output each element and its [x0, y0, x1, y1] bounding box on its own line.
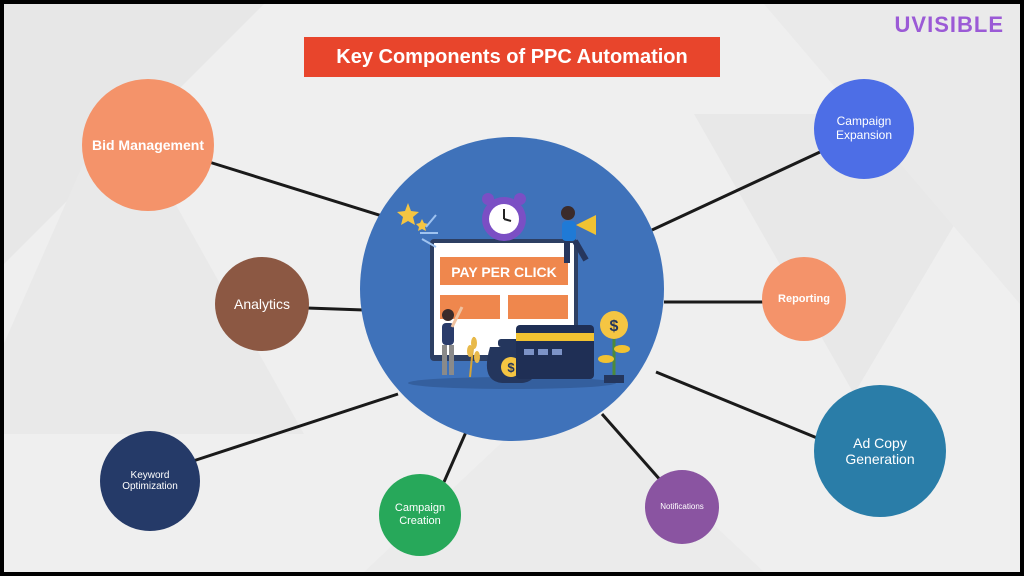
ppc-label-box: [440, 257, 568, 285]
pay-per-click-illustration: PAY PER CLICK: [397, 193, 630, 389]
background-pattern: [4, 4, 1020, 572]
credit-card-icon: [516, 325, 594, 379]
clock-icon: [482, 193, 526, 241]
node-campaign-creation: Campaign Creation: [379, 474, 461, 556]
node-label: Notifications: [660, 502, 704, 512]
link-keyword-optimization: [189, 392, 399, 464]
ppc-label: PAY PER CLICK: [451, 264, 557, 280]
node-label: Campaign Creation: [394, 502, 446, 527]
link-campaign-creation: [442, 431, 468, 483]
sparkle-icon: [397, 203, 438, 248]
link-notifications: [600, 413, 664, 483]
node-campaign-expansion: Campaign Expansion: [814, 79, 914, 179]
svg-text:$: $: [610, 318, 619, 335]
node-label: Reporting: [778, 292, 830, 305]
node-keyword-optimization: Keyword Optimization: [100, 431, 200, 531]
link-analytics: [306, 306, 365, 312]
screen-block-right: [508, 295, 568, 319]
megaphone-icon: [561, 206, 596, 263]
svg-text:$: $: [507, 360, 515, 375]
node-reporting: Reporting: [762, 257, 846, 341]
node-notifications: Notifications: [645, 470, 719, 544]
brand-logo: UVISIBLE: [894, 12, 1004, 37]
diagram-canvas: UVISIBLE Key Components of PPC Automatio…: [4, 4, 1020, 572]
dollar-coin-icon: $: [598, 311, 630, 383]
node-label: Bid Management: [91, 136, 204, 153]
diagram-title: Key Components of PPC Automation: [304, 37, 720, 77]
node-analytics: Analytics: [215, 257, 309, 351]
node-label: Ad Copy Generation: [845, 434, 915, 467]
node-ad-copy-generation: Ad Copy Generation: [814, 385, 946, 517]
link-campaign-expansion: [651, 150, 821, 232]
person-figure: [442, 306, 464, 375]
node-label: Analytics: [233, 295, 291, 312]
plant-icon: [467, 336, 480, 378]
node-label: Campaign Expansion: [835, 114, 893, 142]
node-bid-management: Bid Management: [82, 79, 214, 211]
link-ad-copy-generation: [655, 370, 823, 442]
connector-lines: [189, 150, 823, 483]
node-label: Keyword Optimization: [122, 469, 178, 493]
link-bid-management: [208, 160, 383, 218]
